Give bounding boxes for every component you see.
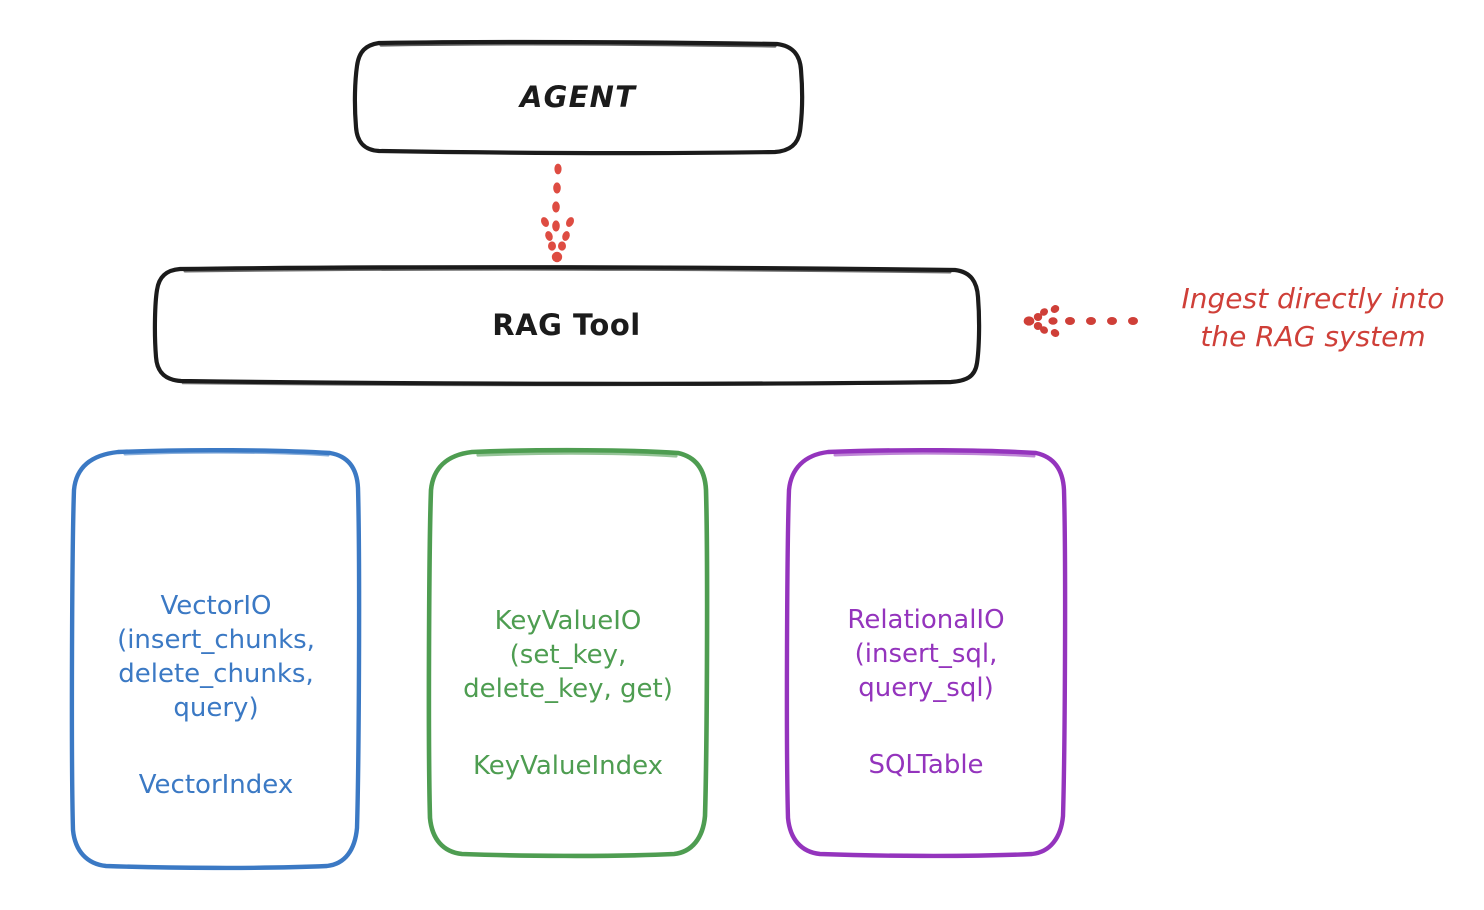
node-vector-io-primary-label: VectorIO (insert_chunks, delete_chunks, … [117,591,315,723]
node-key-value-io-primary-label: KeyValueIO (set_key, delete_key, get) [463,606,673,704]
annotation-to-rag-connector [1023,305,1138,337]
node-key-value-io-secondary-label: KeyValueIndex [472,750,664,781]
node-agent-label: AGENT [519,80,637,114]
node-key-value-io-content: KeyValueIO (set_key, delete_key, get) Ke… [430,525,706,780]
node-vector-io-content: VectorIO (insert_chunks, delete_chunks, … [72,518,360,799]
rag-tool-box-outline-overdraw-bottom [181,381,952,387]
node-relational-io-primary-label: RelationalIO (insert_sql, query_sql) [847,605,1005,703]
ingest-annotation-text: Ingest directly into the RAG system [1181,282,1445,353]
node-key-value-io[interactable]: KeyValueIO (set_key, delete_key, get) Ke… [430,450,706,856]
node-relational-io[interactable]: RelationalIO (insert_sql, query_sql) SQL… [788,450,1064,856]
node-rag-tool-label: RAG Tool [492,308,641,342]
node-relational-io-content: RelationalIO (insert_sql, query_sql) SQL… [788,526,1064,779]
node-relational-io-secondary-label: SQLTable [868,749,984,780]
node-rag-tool[interactable]: RAG Tool [155,268,978,382]
node-vector-io[interactable]: VectorIO (insert_chunks, delete_chunks, … [72,450,360,868]
agent-to-rag-connector [540,163,575,263]
node-vector-io-secondary-label: VectorIndex [138,769,294,800]
node-agent[interactable]: AGENT [356,42,800,152]
